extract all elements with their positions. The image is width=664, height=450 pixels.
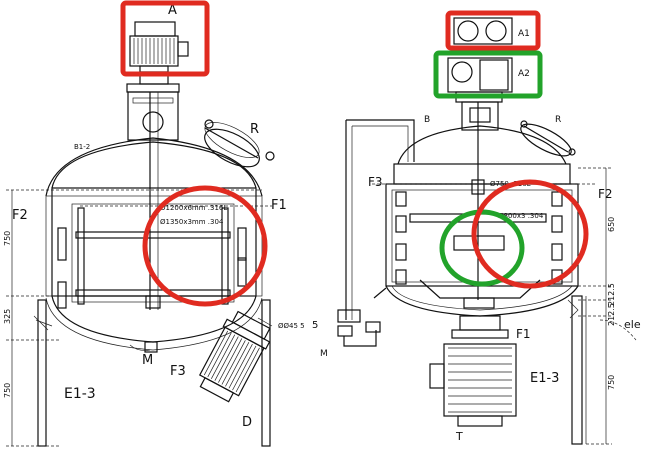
right-label-five: 5	[312, 320, 318, 331]
left-vessel-drawing: A R B1-2 F1 F2 F3 M D E1-3 Ø1200x6mm .31…	[3, 3, 287, 447]
highlight-circle-left-agitator	[142, 185, 268, 307]
right-label-a1: A1	[518, 29, 530, 39]
left-motor	[129, 21, 189, 73]
right-dim-2: 212.5	[607, 283, 616, 306]
right-label-ele: ele	[624, 318, 641, 331]
right-dim-4: 750	[607, 375, 616, 390]
left-dim-1: 750	[3, 231, 12, 246]
left-bottom-motor	[198, 310, 271, 403]
right-label-side: ØØ45 5	[278, 322, 305, 330]
right-label-f3: F3	[368, 175, 383, 189]
right-label-t: T	[455, 430, 463, 443]
left-label-d: D	[242, 415, 252, 430]
left-spec-1: Ø1200x6mm .316L	[160, 204, 227, 212]
highlight-overlays	[120, 0, 589, 307]
right-label-r: R	[555, 115, 561, 125]
left-dim-2: 325	[3, 309, 12, 324]
right-label-e13: E1-3	[530, 371, 559, 386]
right-dim-3: 212.5	[607, 303, 616, 326]
left-spec-2: Ø1350x3mm .304	[160, 218, 224, 226]
right-motor-a1	[453, 17, 513, 45]
left-label-e13: E1-3	[64, 386, 96, 402]
highlight-circle-impeller-green	[439, 209, 525, 287]
right-spec-2: Ø800x3 .304	[498, 212, 544, 220]
right-bottom-motor	[429, 315, 517, 427]
right-legs	[567, 295, 587, 445]
right-label-a2: A2	[518, 69, 530, 79]
right-manway	[520, 120, 576, 157]
left-label-m: M	[142, 353, 153, 368]
left-label-f3: F3	[170, 364, 186, 379]
highlight-box-motor-a	[120, 0, 210, 77]
highlight-box-gearbox-a2	[433, 50, 543, 99]
left-manway	[204, 119, 275, 168]
right-label-f2: F2	[598, 187, 613, 201]
left-label-r: R	[250, 122, 259, 137]
left-dim-3: 750	[3, 383, 12, 398]
left-legs	[33, 299, 273, 447]
left-dimensions	[6, 189, 272, 447]
left-label-f2: F2	[12, 208, 28, 223]
left-label-a: A	[168, 3, 177, 18]
highlight-circle-impeller-red	[471, 179, 589, 289]
right-label-m: M	[320, 349, 328, 359]
left-bottom-outlet	[129, 341, 158, 353]
right-dimensions	[372, 167, 637, 445]
right-piping	[337, 119, 415, 347]
left-vessel-body	[45, 92, 263, 351]
left-gearbox	[126, 71, 180, 141]
right-label-f1: F1	[516, 327, 531, 341]
right-label-b: B	[424, 115, 430, 125]
right-gearbox-a2	[447, 57, 513, 93]
right-dim-1: 650	[607, 217, 616, 232]
highlight-box-motor-a1	[445, 10, 541, 51]
left-label-f1: F1	[271, 198, 287, 213]
left-label-b12: B1-2	[74, 143, 90, 151]
